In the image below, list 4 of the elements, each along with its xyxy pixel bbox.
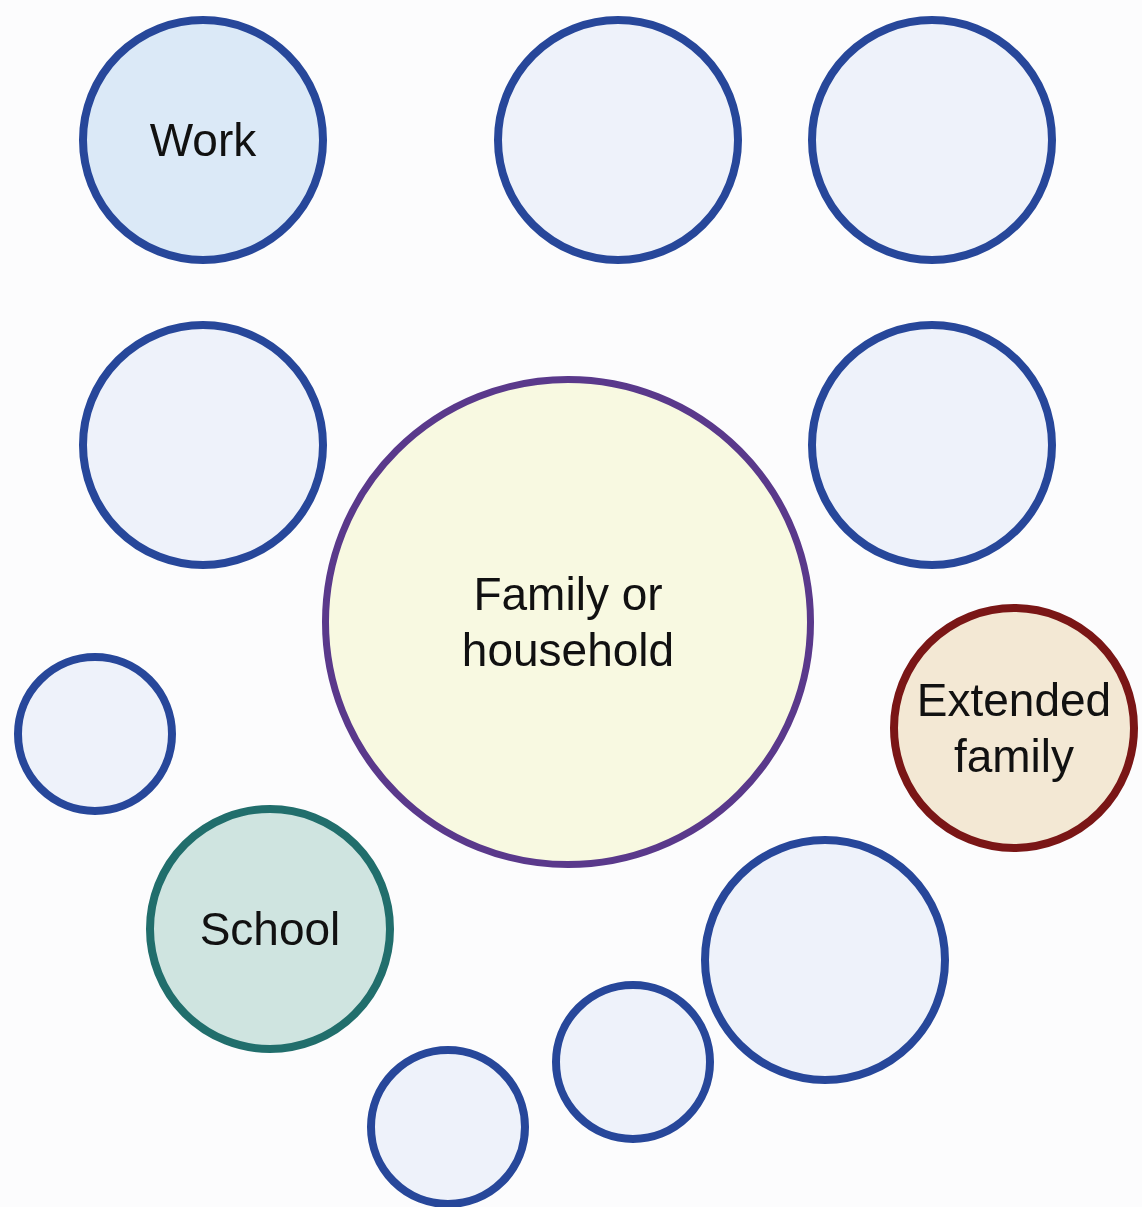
node-label: Family or household <box>460 567 676 678</box>
node-label: School <box>199 902 341 957</box>
node-label: Extended family <box>915 673 1113 784</box>
node-label: Work <box>149 113 257 168</box>
